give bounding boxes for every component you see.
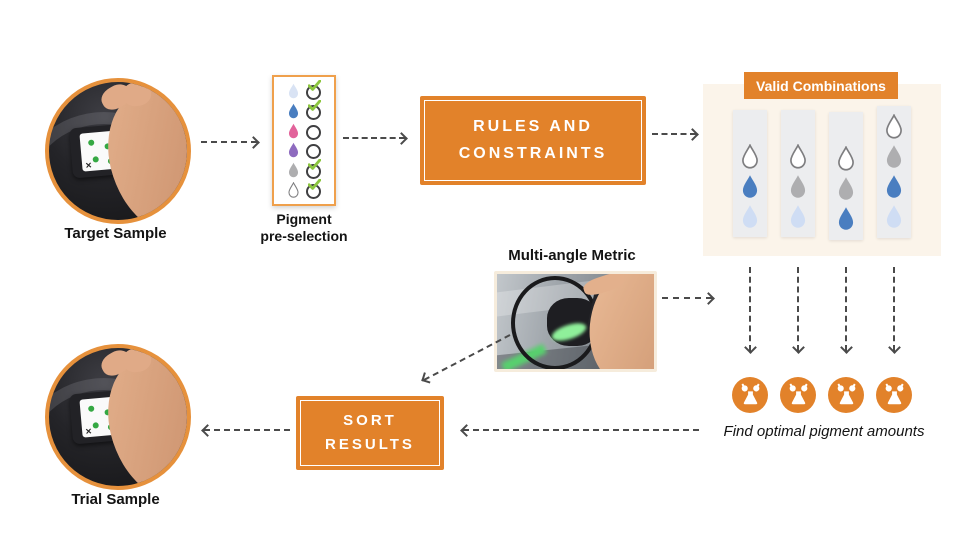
gray-droplet-icon [836, 176, 856, 201]
pigment-row-purple [287, 141, 322, 160]
combination-column-4 [877, 106, 911, 238]
flow-arrow-optimize-to-sort [463, 429, 699, 431]
light-blue-droplet-icon [884, 204, 904, 229]
sort-results-box: SORT RESULTS [296, 396, 444, 470]
flow-arrow-combination-1-down [749, 267, 751, 351]
blue-droplet-icon [884, 174, 904, 199]
gray-droplet-icon [788, 174, 808, 199]
sort-label-line1: SORT [343, 412, 397, 429]
flow-arrow-combination-3-down [845, 267, 847, 351]
measurement-dots [87, 139, 95, 146]
target-sample-photo: ✕ [45, 78, 191, 224]
multi-angle-metric-label: Multi-angle Metric [508, 247, 636, 264]
flow-arrow-combination-4-down [893, 267, 895, 351]
multi-angle-metric-photo [494, 271, 657, 372]
white-droplet-icon [788, 144, 808, 169]
sort-label-line2: RESULTS [325, 436, 415, 453]
balance-flasks-icon [828, 377, 864, 413]
white-droplet-icon [287, 182, 300, 198]
purple-droplet-icon [287, 142, 300, 158]
rules-label-line2: CONSTRAINTS [458, 144, 608, 162]
blue-droplet-icon [836, 206, 856, 231]
combination-column-3 [829, 112, 863, 240]
pale-blue-droplet-icon [287, 83, 300, 99]
pigment-row-pink [287, 122, 322, 140]
checked-icon [305, 159, 322, 180]
pigment-row-blue [287, 99, 322, 120]
pink-droplet-icon [287, 123, 300, 139]
white-droplet-icon [836, 146, 856, 171]
flow-arrow-rules-to-combinations [652, 133, 696, 135]
valid-combinations-panel [703, 84, 941, 256]
pigment-label-line1: Pigment [276, 211, 332, 227]
balance-flasks-icon [732, 377, 768, 413]
trial-sample-photo: ✕ [45, 344, 191, 490]
screen-marker: ✕ [84, 160, 93, 171]
rules-and-constraints-box: RULES AND CONSTRAINTS [420, 96, 646, 185]
combination-column-2 [781, 110, 815, 237]
flow-arrow-combination-2-down [797, 267, 799, 351]
white-droplet-icon [884, 114, 904, 139]
find-optimal-caption: Find optimal pigment amounts [723, 423, 925, 440]
flow-arrow-target-to-pigment [201, 141, 257, 143]
unchecked-icon [305, 123, 322, 140]
combination-column-1 [733, 110, 767, 237]
checked-icon [305, 179, 322, 200]
light-blue-droplet-icon [740, 204, 760, 229]
pigment-label-line2: pre-selection [260, 227, 348, 244]
blue-droplet-icon [740, 174, 760, 199]
white-droplet-icon [740, 144, 760, 169]
gray-droplet-icon [884, 144, 904, 169]
flow-arrow-pigment-to-rules [343, 137, 405, 139]
green-glow [549, 319, 589, 345]
trial-sample-label: Trial Sample [71, 491, 160, 508]
rules-label-line1: RULES AND [473, 118, 593, 136]
pigment-row-pale-blue [287, 79, 322, 100]
light-blue-droplet-icon [788, 204, 808, 229]
balance-flasks-icon [876, 377, 912, 413]
flow-arrow-metric-to-optimize [662, 297, 712, 299]
pigment-preselection-box [272, 75, 336, 206]
pigment-row-white [287, 179, 322, 200]
screen-marker: ✕ [84, 426, 93, 437]
balance-flasks-icon [780, 377, 816, 413]
measurement-dots [87, 405, 95, 412]
checked-icon [305, 79, 322, 100]
target-sample-label: Target Sample [64, 225, 167, 242]
unchecked-icon [305, 142, 322, 160]
blue-droplet-icon [287, 103, 300, 119]
gray-droplet-icon [287, 162, 300, 178]
pigment-row-gray [287, 159, 322, 180]
pigment-preselection-label: Pigment pre-selection [248, 211, 360, 245]
flow-arrow-sort-to-trial [204, 429, 290, 431]
checked-icon [305, 99, 322, 120]
valid-combinations-header: Valid Combinations [744, 72, 898, 99]
